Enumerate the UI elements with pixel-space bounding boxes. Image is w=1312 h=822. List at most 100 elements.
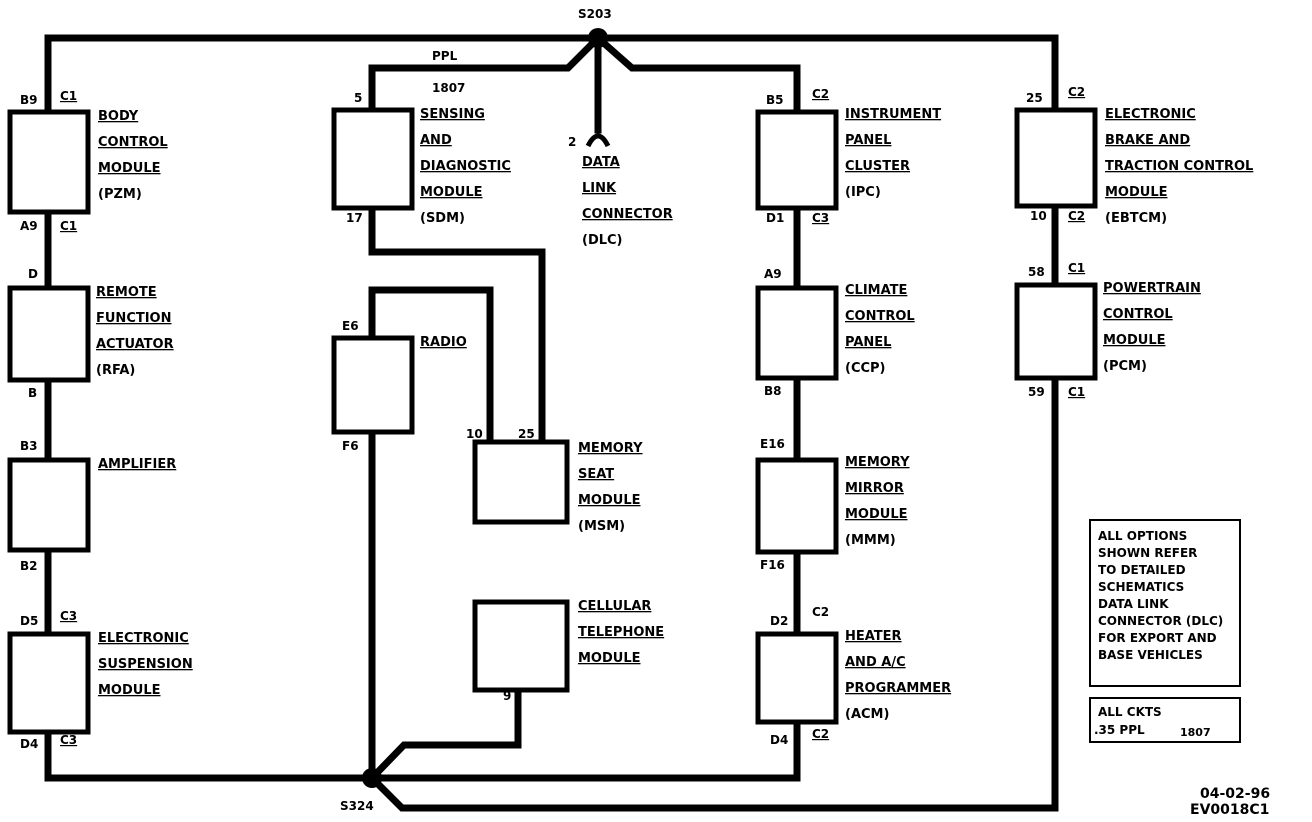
bcm-label-line: MODULE <box>98 161 161 176</box>
ebtcm-box <box>1014 107 1098 209</box>
ipc-label-line: (IPC) <box>845 185 881 200</box>
esm-pin-top: D5 <box>20 614 38 628</box>
amp-label-line: AMPLIFIER <box>98 457 176 472</box>
mmm-label-line: (MMM) <box>845 533 896 548</box>
bcm-pin-top: B9 <box>20 93 38 107</box>
acm-conn-top: C2 <box>812 605 829 619</box>
ebtcm-label-line: ELECTRONIC <box>1105 107 1196 122</box>
splice-s324-label: S324 <box>340 799 374 813</box>
ccp-label-line: CLIMATE <box>845 283 907 298</box>
sdm-pin-top: 5 <box>354 91 362 105</box>
amp-pin-bottom: B2 <box>20 559 38 573</box>
ipc-label-line: CLUSTER <box>845 159 910 174</box>
dlc-label-line: CONNECTOR <box>582 207 673 222</box>
ipc-conn-bottom: C3 <box>812 211 829 225</box>
msm-pin-left: 10 <box>466 427 483 441</box>
options-note-line: DATA LINK <box>1098 597 1169 611</box>
module-boxes <box>7 107 1098 735</box>
ebtcm-pin-top: 25 <box>1026 91 1043 105</box>
wire-left-loop <box>44 34 602 782</box>
acm-label-line: HEATER <box>845 629 902 644</box>
esm-box <box>7 631 91 735</box>
phone-label-line: TELEPHONE <box>578 625 664 640</box>
radio-pin-bottom: F6 <box>342 439 359 453</box>
mmm-pin-top: E16 <box>760 437 785 451</box>
phone-label-line: MODULE <box>578 651 641 666</box>
mmm-label-line: MIRROR <box>845 481 904 496</box>
splice-s324 <box>362 768 382 788</box>
ckts-note-line1: ALL CKTS <box>1098 705 1162 719</box>
options-note-line: FOR EXPORT AND <box>1098 631 1217 645</box>
esm-label-line: MODULE <box>98 683 161 698</box>
ebtcm-label-line: TRACTION CONTROL <box>1105 159 1253 174</box>
msm-label-line: (MSM) <box>578 519 625 534</box>
mmm-pin-bottom: F16 <box>760 558 785 572</box>
wire-sdm-msm <box>368 204 546 446</box>
ipc-label-line: PANEL <box>845 133 891 148</box>
acm-label-line: PROGRAMMER <box>845 681 951 696</box>
sdm-label-line: SENSING <box>420 107 485 122</box>
msm-label-line: MODULE <box>578 493 641 508</box>
options-note-line: SCHEMATICS <box>1098 580 1184 594</box>
footer-code: EV0018C1 <box>1190 802 1269 818</box>
sdm-label-line: DIAGNOSTIC <box>420 159 511 174</box>
pcm-label-line: POWERTRAIN <box>1103 281 1201 296</box>
wire-color-label: PPL <box>432 49 458 63</box>
wire-mid-right <box>368 33 801 782</box>
options-note-line: CONNECTOR (DLC) <box>1098 614 1223 628</box>
rfa-box <box>7 285 91 383</box>
ebtcm-conn-top: C2 <box>1068 85 1085 99</box>
ccp-pin-top: A9 <box>764 267 782 281</box>
ipc-pin-top: B5 <box>766 93 784 107</box>
mmm-label-line: MEMORY <box>845 455 910 470</box>
ebtcm-label-line: (EBTCM) <box>1105 211 1167 226</box>
wire-radio-msm <box>368 286 494 446</box>
sdm-pin-bottom: 17 <box>346 211 363 225</box>
bcm-label-line: BODY <box>98 109 139 124</box>
rfa-pin-bottom: B <box>28 386 37 400</box>
esm-pin-bottom: D4 <box>20 737 38 751</box>
dlc-label-line: (DLC) <box>582 233 623 248</box>
sdm-label-line: AND <box>420 133 452 148</box>
dlc-connector-symbol <box>585 133 611 148</box>
amp-pin-top: B3 <box>20 439 38 453</box>
radio-pin-top: E6 <box>342 319 359 333</box>
options-note-line: SHOWN REFER <box>1098 546 1197 560</box>
sdm-label-line: (SDM) <box>420 211 465 226</box>
ipc-conn-top: C2 <box>812 87 829 101</box>
ipc-box <box>755 109 839 211</box>
acm-conn-bottom: C2 <box>812 727 829 741</box>
rfa-pin-top: D <box>28 267 38 281</box>
pcm-box <box>1014 282 1098 381</box>
radio-label-line: RADIO <box>420 335 467 350</box>
ebtcm-label-line: MODULE <box>1105 185 1168 200</box>
pcm-conn-bottom: C1 <box>1068 385 1085 399</box>
ccp-box <box>755 285 839 381</box>
esm-label-line: SUSPENSION <box>98 657 193 672</box>
acm-pin-bottom: D4 <box>770 733 788 747</box>
esm-label-line: ELECTRONIC <box>98 631 189 646</box>
msm-label-line: MEMORY <box>578 441 643 456</box>
acm-pin-top: D2 <box>770 614 788 628</box>
amp-box <box>7 457 91 553</box>
dlc-label-line: DATA <box>582 155 620 170</box>
bcm-box <box>7 109 91 215</box>
phone-box <box>472 599 570 693</box>
ccp-label-line: CONTROL <box>845 309 915 324</box>
ebtcm-label-line: BRAKE AND <box>1105 133 1190 148</box>
footer-date: 04-02-96 <box>1200 786 1270 802</box>
ipc-pin-bottom: D1 <box>766 211 784 225</box>
pcm-label-line: MODULE <box>1103 333 1166 348</box>
bcm-label-line: CONTROL <box>98 135 168 150</box>
ipc-label-line: INSTRUMENT <box>845 107 941 122</box>
ckts-note-box <box>1089 697 1241 743</box>
wires <box>44 33 1059 812</box>
splice-s203 <box>588 28 608 48</box>
phone-label-line: CELLULAR <box>578 599 651 614</box>
ccp-pin-bottom: B8 <box>764 384 782 398</box>
acm-box <box>755 631 839 725</box>
options-note-line: BASE VEHICLES <box>1098 648 1203 662</box>
ccp-label-line: PANEL <box>845 335 891 350</box>
ckts-note-circuit: 1807 <box>1180 726 1211 739</box>
sdm-label-line: MODULE <box>420 185 483 200</box>
